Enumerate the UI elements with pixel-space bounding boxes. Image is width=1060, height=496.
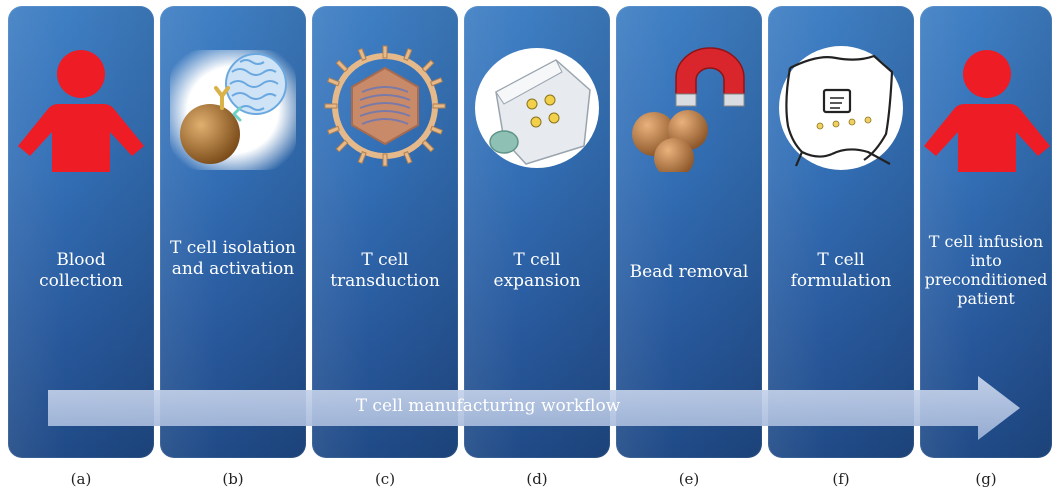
step-letter-g: (g): [975, 470, 997, 488]
infusion-bag-icon: [779, 46, 903, 170]
magnet-beads-icon: [632, 47, 745, 172]
step-label-e: Bead removal: [629, 262, 749, 282]
cell-activation-icon: [170, 50, 296, 170]
step-letter-b: (b): [222, 470, 244, 488]
step-letter-e: (e): [678, 470, 700, 488]
step-label-g: T cell infusion into preconditioned pati…: [924, 232, 1048, 308]
step-label-c: T cell transduction: [330, 250, 440, 291]
culture-flask-icon: [475, 48, 599, 168]
virus-vector-icon: [324, 45, 446, 167]
step-label-a: Blood collection: [39, 250, 123, 291]
panel-blood-collection: Blood collection: [8, 6, 154, 458]
panel-expansion: T cell expansion: [464, 6, 610, 458]
step-letter-f: (f): [832, 470, 850, 488]
panel-bead-removal: Bead removal: [616, 6, 762, 458]
person-icon: [924, 50, 1050, 172]
panel-transduction: T cell transduction: [312, 6, 458, 458]
step-letter-a: (a): [70, 470, 92, 488]
workflow-label: T cell manufacturing workflow: [355, 396, 621, 416]
step-letter-d: (d): [526, 470, 548, 488]
panel-isolation-activation: T cell isolation and activation: [160, 6, 306, 458]
panel-formulation: T cell formulation: [768, 6, 914, 458]
workflow-arrow: [48, 376, 1020, 440]
step-label-b: T cell isolation and activation: [169, 238, 297, 279]
step-label-f: T cell formulation: [790, 250, 892, 291]
step-letter-c: (c): [374, 470, 396, 488]
person-icon: [18, 50, 144, 172]
step-label-d: T cell expansion: [493, 250, 581, 291]
